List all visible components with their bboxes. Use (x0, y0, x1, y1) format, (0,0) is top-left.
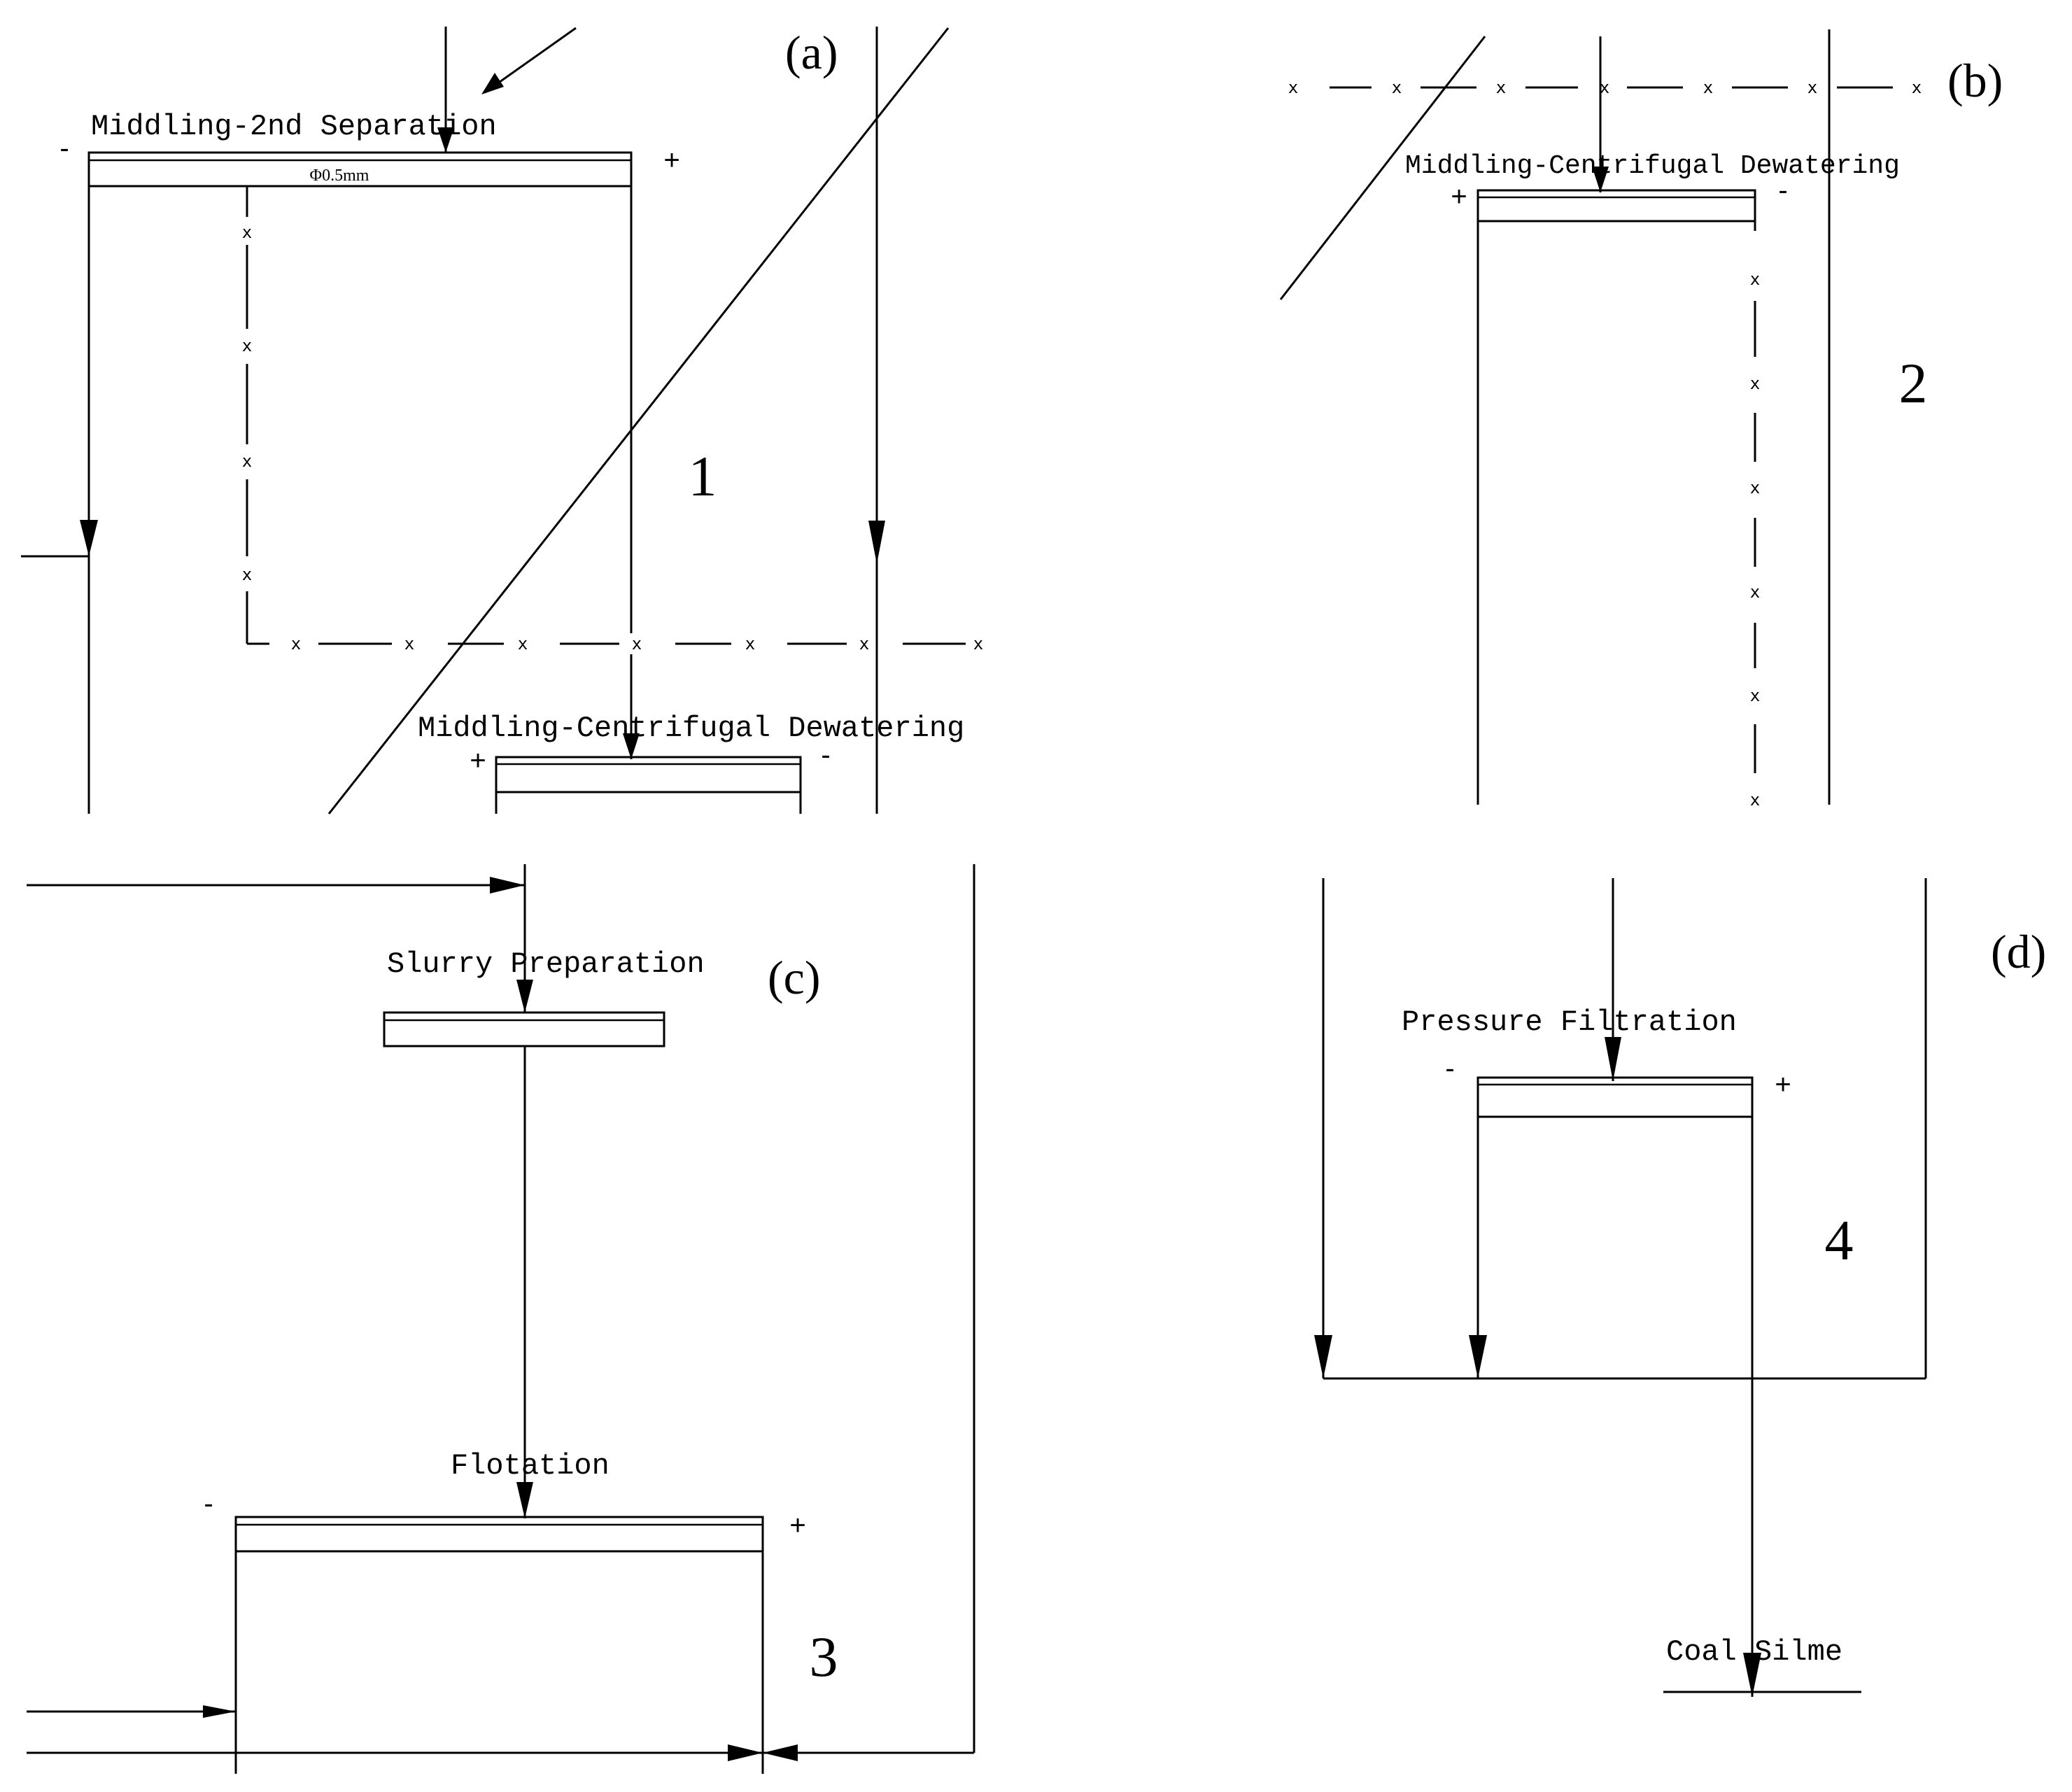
sign-c-flot-left: - (204, 1488, 213, 1519)
marker-x: x (1750, 790, 1760, 810)
undersize-arrowhead-a (80, 520, 98, 556)
feed-arrowhead-b (1592, 167, 1609, 192)
flotation-feed-arrowhead (516, 1482, 533, 1518)
filter-box (1477, 1076, 1754, 1118)
dashed-marker-row-a: x x x x x x x (269, 633, 994, 654)
marker-x: x (973, 634, 983, 654)
sign-d-filt-left: - (1445, 1053, 1454, 1084)
centrifuge-box-a (495, 756, 802, 793)
diagonal-boundary-b (1279, 36, 1486, 300)
left-outer-arrowhead-d (1314, 1335, 1332, 1378)
right-vertical-arrowhead-a (868, 521, 885, 564)
feed-arrowhead-a (437, 127, 454, 153)
dashed-marker-column-b: x x x x x x (1746, 231, 1764, 810)
bottom-arrowhead-right-c (763, 1744, 798, 1761)
number-1: 1 (689, 444, 717, 508)
diagonal-boundary-a (327, 27, 950, 814)
marker-x: x (1750, 686, 1760, 705)
dashed-marker-column-a: x x x x (238, 217, 256, 591)
marker-x: x (1750, 582, 1760, 602)
marker-x: x (242, 451, 252, 471)
label-middling-centrifugal-a: Middling-Centrifugal Dewatering (418, 712, 964, 745)
panel-d: (d) Pressure Filtration - + 4 Coal Silme (1314, 878, 2046, 1697)
panel-label-b: (b) (1947, 54, 2003, 107)
marker-x: x (1600, 78, 1609, 97)
marker-x: x (242, 223, 252, 242)
coal-silme-arrowhead (1743, 1653, 1761, 1697)
sign-d-filt-right: + (1775, 1069, 1791, 1100)
panel-c: (c) Slurry Preparation Flotation - + 3 (27, 864, 975, 1774)
feed-arrowhead-d (1605, 1037, 1621, 1081)
marker-x: x (1750, 269, 1760, 289)
feed-arrowhead-horizontal-c (490, 877, 525, 894)
marker-x: x (632, 634, 642, 654)
label-middling-centrifugal-b: Middling-Centrifugal Dewatering (1405, 151, 1900, 181)
marker-x: x (1750, 478, 1760, 498)
marker-x: x (1496, 78, 1506, 97)
panel-a: (a) Middling-2nd Separation - + Φ0.5mm x… (21, 26, 994, 814)
label-slurry-preparation: Slurry Preparation (387, 947, 705, 981)
bottom-arrowhead-left-c (728, 1744, 763, 1761)
feed-diagonal-arrowhead-a (481, 73, 504, 94)
sign-a-cent-left: + (470, 745, 486, 776)
sign-a-sep-right: + (663, 145, 679, 176)
sign-b-cent-left: + (1451, 181, 1467, 212)
sign-a-cent-right: - (821, 740, 830, 770)
marker-x: x (242, 336, 252, 355)
panel-b: (b) x x x x x x x Middling-Centrifugal D… (1279, 29, 2003, 810)
marker-x: x (1703, 78, 1713, 97)
number-2: 2 (1899, 351, 1928, 415)
label-pressure-filtration: Pressure Filtration (1402, 1006, 1737, 1039)
marker-x: x (242, 565, 252, 584)
sign-a-sep-left: - (59, 133, 69, 164)
slurry-box (383, 1011, 665, 1047)
number-4: 4 (1825, 1208, 1854, 1272)
marker-x: x (291, 634, 301, 654)
marker-x: x (1807, 78, 1817, 97)
dashed-marker-row-b: x x x x x x x (1281, 77, 1924, 98)
marker-x: x (1912, 78, 1922, 97)
incoming-arrowhead-lower-c (203, 1705, 236, 1718)
flotation-box (234, 1516, 764, 1553)
label-coal-silme: Coal Silme (1666, 1635, 1842, 1669)
panel-label-c: (c) (768, 951, 820, 1004)
label-middling-2nd-separation: Middling-2nd Separation (91, 110, 497, 143)
feed-arrowhead-vertical-c (516, 980, 533, 1013)
label-flotation: Flotation (451, 1449, 609, 1483)
marker-x: x (1288, 78, 1298, 97)
sign-c-flot-right: + (789, 1510, 805, 1541)
marker-x: x (1750, 374, 1760, 393)
sign-b-cent-right: - (1778, 175, 1787, 206)
panel-label-d: (d) (1991, 925, 2046, 978)
marker-x: x (859, 634, 869, 654)
marker-x: x (404, 634, 414, 654)
oversize-arrowhead-a (623, 733, 640, 759)
panel-label-a: (a) (785, 26, 838, 79)
filter-left-arrowhead (1469, 1335, 1487, 1378)
separator-box-a (87, 151, 633, 188)
marker-x: x (1392, 78, 1402, 97)
label-screen-size: Φ0.5mm (310, 167, 369, 185)
centrifuge-box-b (1477, 189, 1756, 223)
marker-x: x (745, 634, 755, 654)
marker-x: x (518, 634, 528, 654)
number-3: 3 (810, 1625, 838, 1688)
